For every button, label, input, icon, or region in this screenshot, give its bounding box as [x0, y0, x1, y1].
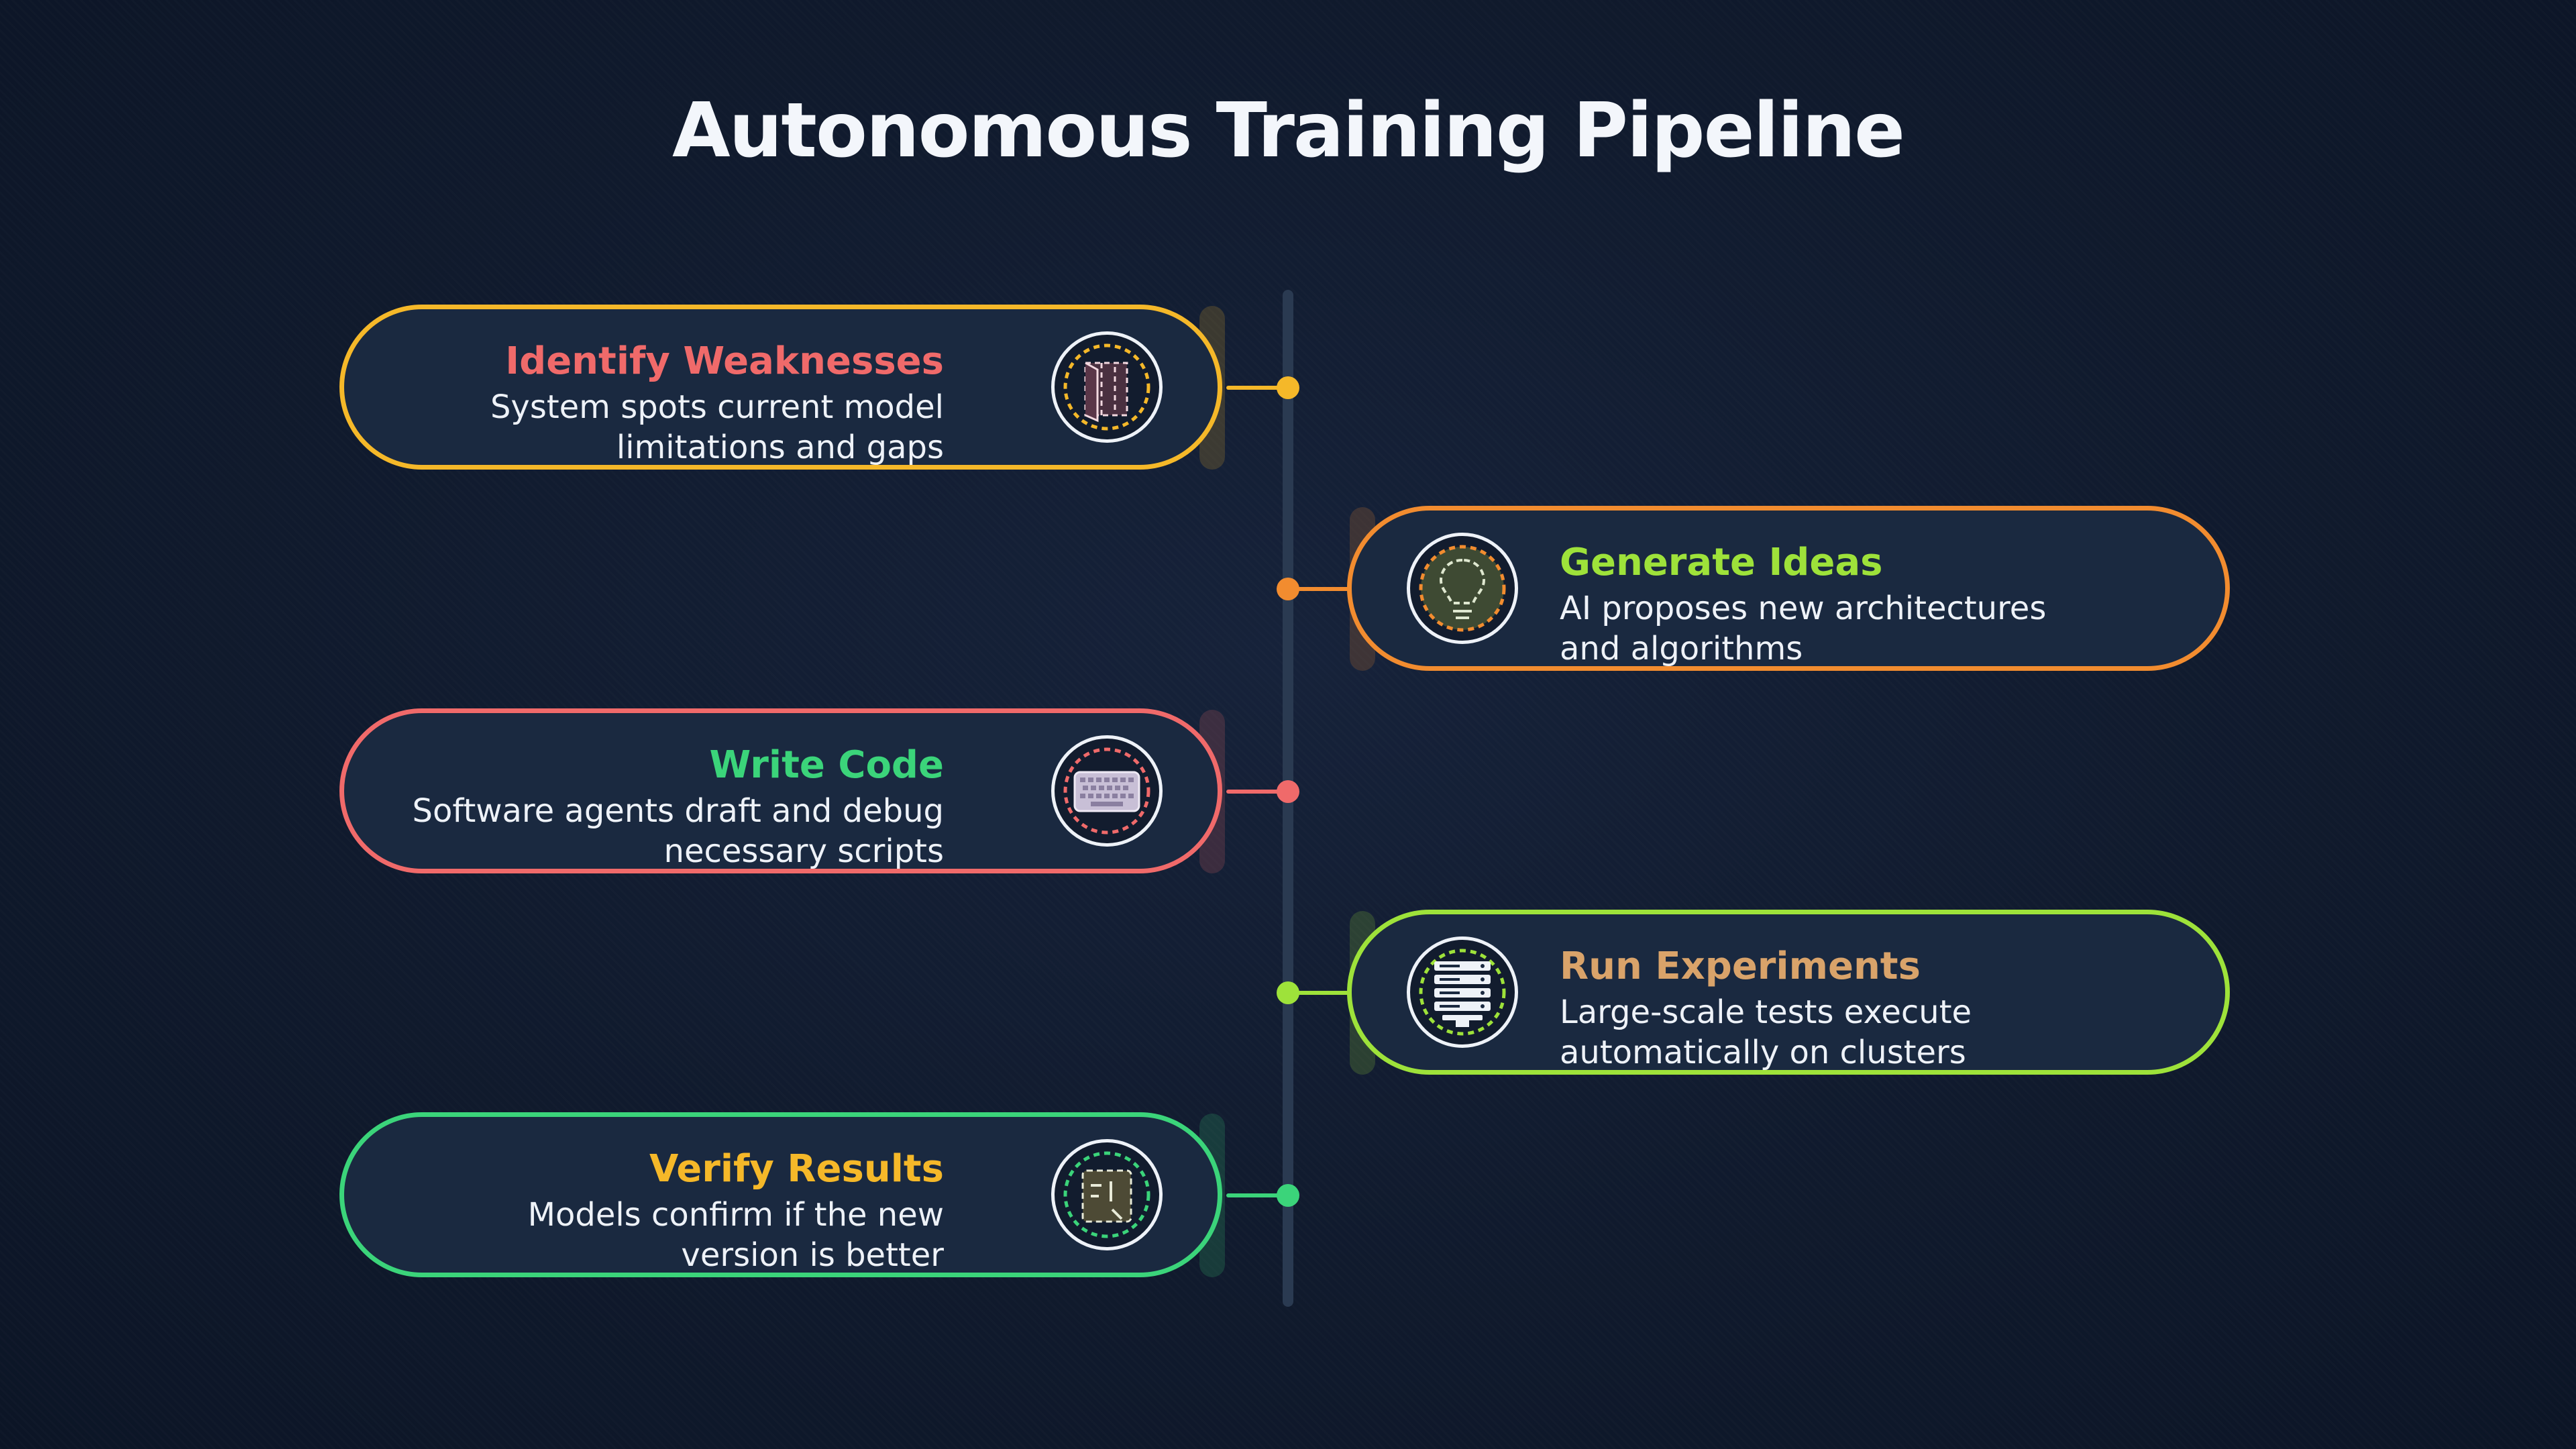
- step-description: AI proposes new architectures and algori…: [1560, 590, 2047, 667]
- step-title: Write Code: [709, 743, 944, 787]
- keyboard-icon: [1051, 735, 1163, 847]
- book-icon: [1051, 331, 1163, 443]
- step-description: System spots current model limitations a…: [490, 388, 944, 466]
- step-3-dot: [1277, 780, 1299, 803]
- step-description: Large-scale tests execute automatically …: [1560, 994, 1972, 1071]
- page-title: Autonomous Training Pipeline: [672, 87, 1905, 174]
- step-5-connector: [1226, 1193, 1288, 1197]
- step-description: Models confirm if the new version is bet…: [527, 1196, 944, 1274]
- step-3-connector: [1226, 790, 1288, 794]
- step-4-dot: [1277, 981, 1299, 1004]
- step-1-connector: [1226, 386, 1288, 390]
- step-write-code: Write Code Software agents draft and deb…: [339, 708, 1222, 873]
- step-generate-ideas: Generate Ideas AI proposes new architect…: [1347, 506, 2230, 671]
- step-title: Generate Ideas: [1560, 541, 1883, 584]
- step-verify-results: Verify Results Models confirm if the new…: [339, 1112, 1222, 1277]
- step-title: Run Experiments: [1560, 945, 1921, 988]
- checklist-icon: [1051, 1139, 1163, 1250]
- step-2-connector: [1288, 587, 1350, 591]
- step-5-dot: [1277, 1184, 1299, 1207]
- server-rack-icon: [1407, 936, 1518, 1048]
- step-title: Identify Weaknesses: [505, 339, 944, 383]
- step-title: Verify Results: [649, 1147, 944, 1191]
- step-run-experiments: Run Experiments Large-scale tests execut…: [1347, 910, 2230, 1075]
- step-identify-weaknesses: Identify Weaknesses System spots current…: [339, 305, 1222, 470]
- lightbulb-icon: [1407, 533, 1518, 644]
- step-2-dot: [1277, 578, 1299, 600]
- step-description: Software agents draft and debug necessar…: [412, 792, 944, 870]
- step-4-connector: [1288, 991, 1350, 995]
- step-1-dot: [1277, 376, 1299, 399]
